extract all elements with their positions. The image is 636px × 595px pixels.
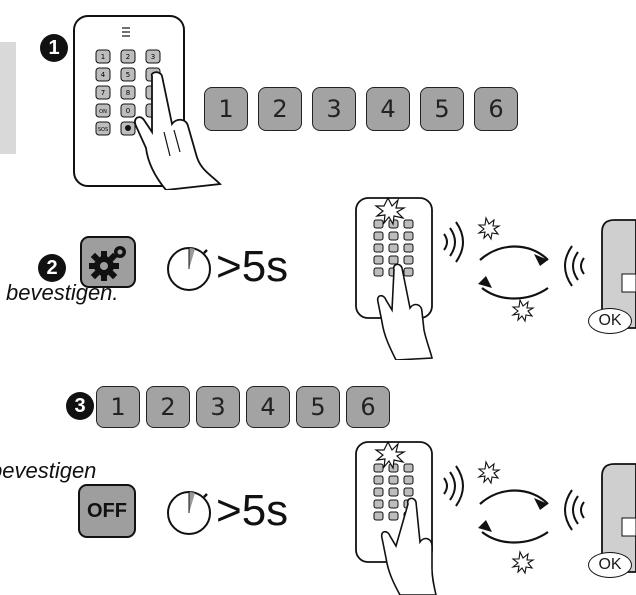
step3-code-key-1: 1 [96,386,140,428]
svg-text:7: 7 [101,89,105,97]
code-key-3: 3 [312,87,356,131]
stopwatch-icon-step3 [167,491,211,535]
code-key-2: 2 [258,87,302,131]
step3-code-key-6: 6 [346,386,390,428]
step-1-badge: 1 [40,34,68,62]
code-key-4: 4 [366,87,410,131]
off-key: OFF [78,484,136,538]
svg-text:SOS: SOS [98,127,108,133]
svg-text:8: 8 [126,89,130,97]
step3-code-key-5: 5 [296,386,340,428]
step3-code-key-3: 3 [196,386,240,428]
svg-text:4: 4 [101,71,106,79]
hold-duration-label-step3: >5s [216,486,289,535]
confirm-caption: bevestigen. [6,280,119,305]
svg-text:2: 2 [126,53,130,61]
ok-confirmation-step3: OK [588,552,632,578]
settings-key [80,236,136,288]
svg-text:0: 0 [126,107,130,115]
step-3-badge: 3 [66,392,94,420]
hold-duration-label: >5s [216,242,289,291]
stopwatch-icon [167,247,211,291]
keypad-device-step1: 1 2 3 4 5 7 8 ON 0 SOS [73,15,222,190]
svg-text:5: 5 [126,71,130,79]
step3-code-key-4: 4 [246,386,290,428]
gear-icon [89,246,126,281]
svg-text:ON: ON [99,109,107,115]
code-key-6: 6 [474,87,518,131]
transmission-diagram-step2 [355,196,636,360]
side-panel-strip [0,42,16,154]
ok-confirmation-step2: OK [588,308,632,334]
step-2-badge: 2 [38,254,66,282]
confirm-caption-step3: bevestigen [0,458,97,483]
transmission-diagram-step3 [355,440,636,595]
step3-code-key-2: 2 [146,386,190,428]
svg-text:3: 3 [151,53,155,61]
code-key-1: 1 [204,87,248,131]
svg-text:1: 1 [101,53,105,61]
code-key-5: 5 [420,87,464,131]
